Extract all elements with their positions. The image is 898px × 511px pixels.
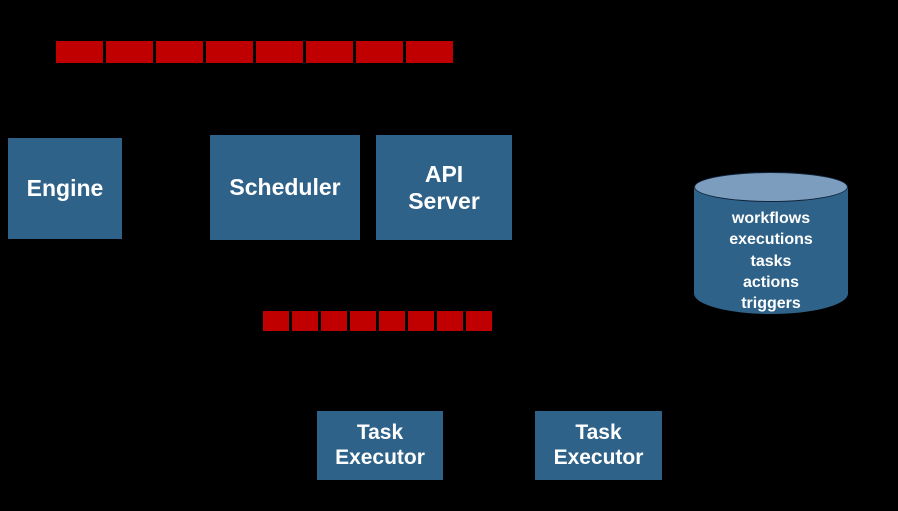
queue-segment	[356, 41, 403, 63]
queue-segment	[263, 311, 289, 331]
database-table-item: executions	[729, 231, 813, 249]
top-message-queue	[56, 41, 457, 63]
queue-segment	[321, 311, 347, 331]
queue-segment	[379, 311, 405, 331]
database-table-list: workflows executions tasks actions trigg…	[694, 208, 848, 314]
queue-segment	[106, 41, 153, 63]
component-box-task-executor-1[interactable]: Task Executor	[317, 411, 443, 480]
queue-segment	[206, 41, 253, 63]
database-table-item: triggers	[741, 295, 801, 313]
database-table-item: workflows	[731, 210, 811, 227]
component-box-engine[interactable]: Engine	[8, 138, 122, 239]
queue-segment	[256, 41, 303, 63]
database-table-item: actions	[742, 273, 799, 291]
queue-segment	[466, 311, 492, 331]
database-cylinder[interactable]: workflows executions tasks actions trigg…	[694, 172, 848, 328]
component-box-scheduler[interactable]: Scheduler	[210, 135, 360, 240]
queue-segment	[437, 311, 463, 331]
cylinder-body	[694, 186, 848, 314]
middle-message-queue	[263, 311, 496, 331]
database-table-item: tasks	[750, 252, 792, 270]
component-box-task-executor-2[interactable]: Task Executor	[535, 411, 662, 480]
queue-segment	[56, 41, 103, 63]
queue-segment	[292, 311, 318, 331]
queue-segment	[156, 41, 203, 63]
queue-segment	[406, 41, 453, 63]
queue-segment	[408, 311, 434, 331]
queue-segment	[350, 311, 376, 331]
component-box-api-server[interactable]: API Server	[376, 135, 512, 240]
cylinder-top-ellipse	[694, 172, 848, 202]
queue-segment	[306, 41, 353, 63]
